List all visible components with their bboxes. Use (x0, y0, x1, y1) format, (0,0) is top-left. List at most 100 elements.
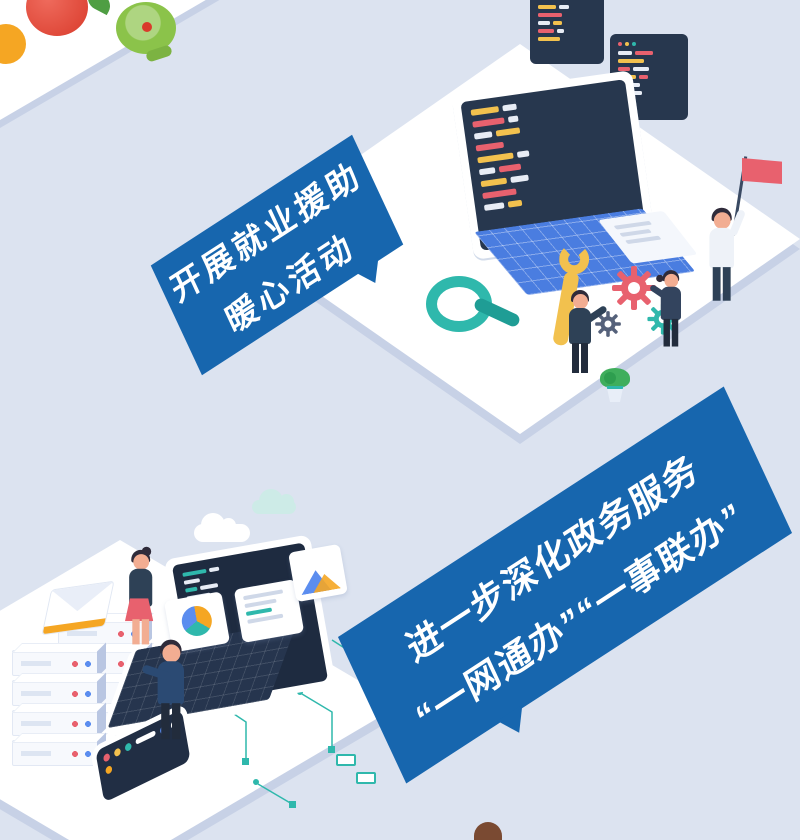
figure-head-fragment (474, 822, 502, 840)
code-bar (472, 117, 505, 128)
code-row (538, 29, 596, 33)
gear-icon (612, 266, 656, 310)
code-bar (507, 115, 519, 123)
figure-leg (712, 267, 721, 301)
figure-hair (656, 274, 664, 283)
figure-head (133, 554, 150, 570)
code-bar (477, 152, 514, 164)
red-flag-icon (742, 158, 782, 184)
code-bar (619, 228, 652, 237)
code-row (538, 21, 596, 25)
code-bar (538, 37, 560, 41)
wrench-head (558, 243, 590, 275)
figure-leg (572, 343, 579, 373)
code-bar (618, 59, 644, 63)
code-lines (538, 5, 596, 41)
code-bar (557, 29, 564, 33)
code-row (618, 59, 680, 63)
figure-leg (141, 619, 150, 645)
code-bar (507, 199, 523, 208)
code-bar (495, 127, 521, 137)
figure-body (709, 227, 734, 269)
code-row (538, 5, 596, 9)
code-bar (538, 5, 556, 9)
worker-figure (566, 290, 612, 384)
code-bar (538, 21, 550, 25)
pie-chart-icon (179, 603, 215, 639)
figure-head (664, 273, 679, 288)
chip-icon (356, 772, 376, 784)
code-bar (199, 583, 219, 591)
figure-leg (722, 267, 731, 301)
figure-leg (161, 703, 170, 740)
code-row (538, 37, 596, 41)
code-bar (483, 202, 505, 211)
magnifier-icon (426, 276, 492, 332)
code-bar (510, 174, 529, 184)
code-bar (613, 220, 653, 230)
figure-leg (671, 318, 679, 347)
figure-head (713, 212, 731, 230)
code-bar (473, 131, 493, 140)
code-bar (639, 75, 648, 79)
server-unit (12, 740, 98, 766)
server-rack (12, 650, 98, 770)
code-bar (245, 607, 273, 616)
code-bar (553, 21, 562, 25)
chip-icon (336, 754, 356, 766)
code-bar (478, 167, 496, 176)
code-row (538, 13, 596, 17)
office-worker-figure (141, 639, 209, 752)
flag-bearer-figure (706, 207, 758, 313)
code-bar (183, 578, 201, 585)
employment-banner: 开展就业援助 暖心活动 (150, 134, 404, 376)
plant-pot (606, 386, 624, 402)
code-bar (635, 51, 653, 55)
code-bar (538, 13, 562, 17)
app-dot (105, 764, 113, 775)
code-bar (633, 67, 649, 71)
code-bar (480, 177, 508, 188)
figure-leg (581, 343, 588, 373)
code-bar (618, 67, 630, 71)
office-worker-figure (124, 546, 174, 649)
server-unit (12, 680, 98, 706)
code-bar (182, 568, 207, 577)
code-bar (618, 51, 632, 55)
cloud-icon (252, 489, 296, 514)
figure-head (573, 294, 588, 309)
gov-service-banner: 进一步深化政务服务 “一网通办”“一事联办” (337, 386, 793, 784)
code-row (624, 234, 673, 245)
mountain-chart-card (288, 543, 348, 603)
figure-body (129, 568, 153, 607)
figure-leg (132, 619, 140, 645)
code-bar (559, 5, 569, 9)
worker-figure (648, 270, 700, 357)
code-bar (470, 106, 500, 116)
code-bar (516, 150, 530, 158)
phone-bar (135, 730, 156, 745)
window-dots-icon (618, 42, 680, 46)
code-bar (498, 163, 522, 173)
figure-leg (663, 318, 670, 347)
code-bar (208, 566, 220, 573)
app-dot (124, 741, 133, 753)
code-bar (482, 188, 517, 200)
floating-code-window (530, 0, 604, 64)
figure-arm (584, 304, 608, 325)
figure-skirt (124, 598, 154, 622)
code-bar (624, 235, 662, 245)
figure-arm (728, 208, 747, 237)
figure-body (157, 661, 184, 705)
code-bar (502, 103, 517, 112)
server-unit (12, 650, 98, 676)
app-dot (113, 747, 122, 758)
figure-head (162, 644, 181, 663)
code-row (618, 51, 680, 55)
code-bar (247, 613, 284, 624)
app-dot (102, 752, 111, 763)
gear-icon (595, 311, 621, 337)
figure-leg (172, 703, 181, 740)
server-unit (12, 710, 98, 736)
